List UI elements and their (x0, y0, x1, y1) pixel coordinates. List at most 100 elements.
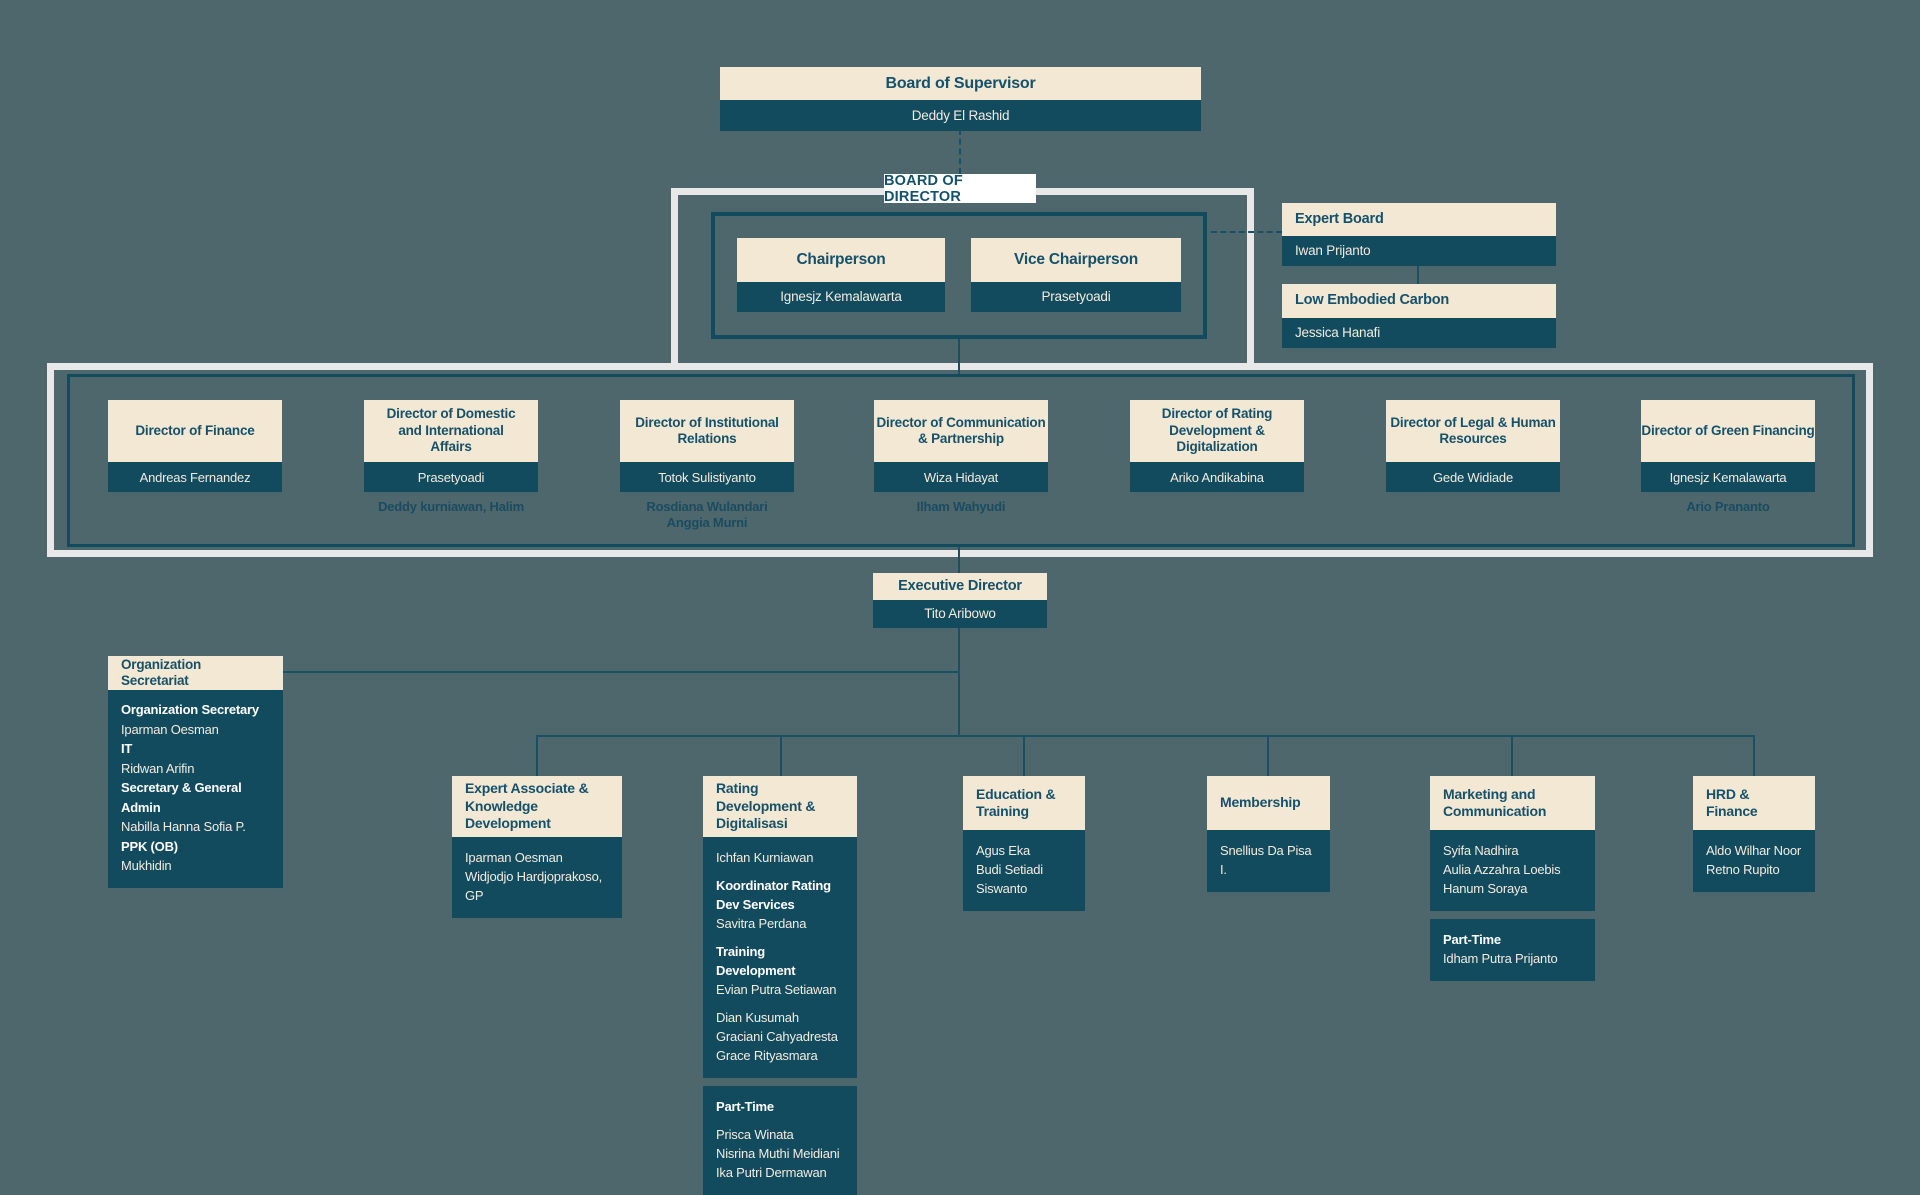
director-subnames: Ario Prananto (1641, 499, 1815, 515)
board-of-supervisor-name: Deddy El Rashid (720, 100, 1201, 131)
director-title: Director of Communication & Partnership (874, 400, 1048, 462)
secretariat-role: PPK (OB) (121, 838, 178, 854)
department-line: Snellius Da Pisa I. (1220, 843, 1312, 877)
executive-director-title: Executive Director (873, 573, 1047, 600)
department-line: Nisrina Muthi Meidiani (716, 1145, 840, 1161)
secretariat-name: Mukhidin (121, 858, 172, 873)
director-title: Director of Green Financing (1641, 400, 1815, 462)
department-line (716, 1116, 844, 1125)
directors-inner-frame (67, 374, 1855, 547)
department-line (716, 999, 844, 1008)
director-name: Gede Widiade (1386, 462, 1560, 492)
department-line: Training Development (716, 943, 796, 978)
department-line: Graciani Cahyadresta (716, 1028, 838, 1044)
department-line: Evian Putra Setiawan (716, 981, 837, 997)
department-title: Membership (1207, 776, 1330, 830)
directors-frame (47, 363, 1873, 557)
secretariat-role: Organization Secretary (121, 702, 259, 717)
vice-chairperson-box: Vice Chairperson Prasetyoadi (971, 238, 1181, 312)
department-line: Grace Rityasmara (716, 1047, 818, 1063)
department-block: Snellius Da Pisa I. (1207, 830, 1330, 892)
department-line: Aulia Azzahra Loebis (1443, 862, 1561, 877)
director-box: Director of Domestic and International A… (364, 400, 538, 515)
director-title: Director of Finance (108, 400, 282, 462)
chairperson-name: Ignesjz Kemalawarta (737, 282, 945, 312)
director-name: Ariko Andikabina (1130, 462, 1304, 492)
department-line: Hanum Soraya (1443, 881, 1528, 896)
department-title: HRD & Finance (1693, 776, 1815, 830)
department-line: Dian Kusumah (716, 1009, 799, 1025)
expert-board-name: Iwan Prijanto (1282, 236, 1556, 266)
department-line (716, 933, 844, 942)
director-name: Wiza Hidayat (874, 462, 1048, 492)
board-of-supervisor-box: Board of Supervisor Deddy El Rashid (720, 67, 1201, 131)
connector-supervisor-to-board-dashed (959, 129, 961, 174)
connector-drop (1023, 735, 1025, 776)
expert-board-title: Expert Board (1282, 203, 1556, 236)
organization-secretariat-box: Organization Secretariat Organization Se… (108, 656, 283, 888)
department-line (716, 867, 844, 876)
director-subname: Ilham Wahyudi (916, 499, 1006, 514)
connector-departments-horizontal (537, 735, 1755, 737)
department-line: Idham Putra Prijanto (1443, 951, 1558, 966)
chairperson-title: Chairperson (737, 238, 945, 282)
low-embodied-carbon-title: Low Embodied Carbon (1282, 284, 1556, 318)
connector-secretariat (283, 671, 959, 673)
secretariat-role: IT (121, 741, 133, 756)
connector-board-to-expert-dashed (1211, 231, 1282, 233)
department-box: Expert Associate & Knowledge Development… (452, 776, 622, 918)
department-line: Retno Rupito (1706, 862, 1780, 877)
director-subname: Rosdiana Wulandari (646, 499, 768, 514)
director-title: Director of Institutional Relations (620, 400, 794, 462)
department-line: Ika Putri Dermawan (716, 1164, 827, 1180)
director-name: Prasetyoadi (364, 462, 538, 492)
connector-expert-to-lec (1417, 266, 1419, 284)
connector-drop (1267, 735, 1269, 776)
department-line: Prisca Winata (716, 1126, 794, 1142)
director-subname: Ario Prananto (1686, 499, 1770, 514)
connector-drop (1753, 735, 1755, 776)
vice-chairperson-title: Vice Chairperson (971, 238, 1181, 282)
connector-drop (536, 735, 538, 776)
secretariat-name: Iparman Oesman (121, 721, 219, 737)
department-line: Dev Services (716, 896, 795, 912)
board-of-director-inner-frame (711, 212, 1207, 339)
department-line: Siswanto (976, 881, 1028, 896)
department-line: Savitra Perdana (716, 915, 807, 931)
department-line: Widjodjo Hardjoprakoso, GP (465, 868, 603, 903)
department-line: Budi Setiadi (976, 862, 1043, 877)
director-name: Totok Sulistiyanto (620, 462, 794, 492)
department-line: Koordinator Rating (716, 877, 831, 893)
director-name: Ignesjz Kemalawarta (1641, 462, 1815, 492)
director-subname: Deddy kurniawan, Halim (378, 499, 524, 514)
department-line: Aldo Wilhar Noor (1706, 843, 1802, 858)
connector-board-to-directors (958, 339, 960, 374)
director-subnames: Deddy kurniawan, Halim (364, 499, 538, 515)
director-subname: Anggia Murni (666, 515, 748, 530)
department-line: Agus Eka (976, 843, 1031, 858)
department-title: Rating Development & Digitalisasi (703, 776, 857, 837)
department-title: Education & Training (963, 776, 1085, 830)
connector-drop (780, 735, 782, 776)
department-line: Ichfan Kurniawan (716, 849, 814, 865)
secretariat-name: Ridwan Arifin (121, 760, 195, 776)
director-subnames: Ilham Wahyudi (874, 499, 1048, 515)
connector-drop (1511, 735, 1513, 776)
connector-directors-to-executive (958, 547, 960, 573)
director-name: Andreas Fernandez (108, 462, 282, 492)
department-line: Iparman Oesman (465, 849, 563, 865)
